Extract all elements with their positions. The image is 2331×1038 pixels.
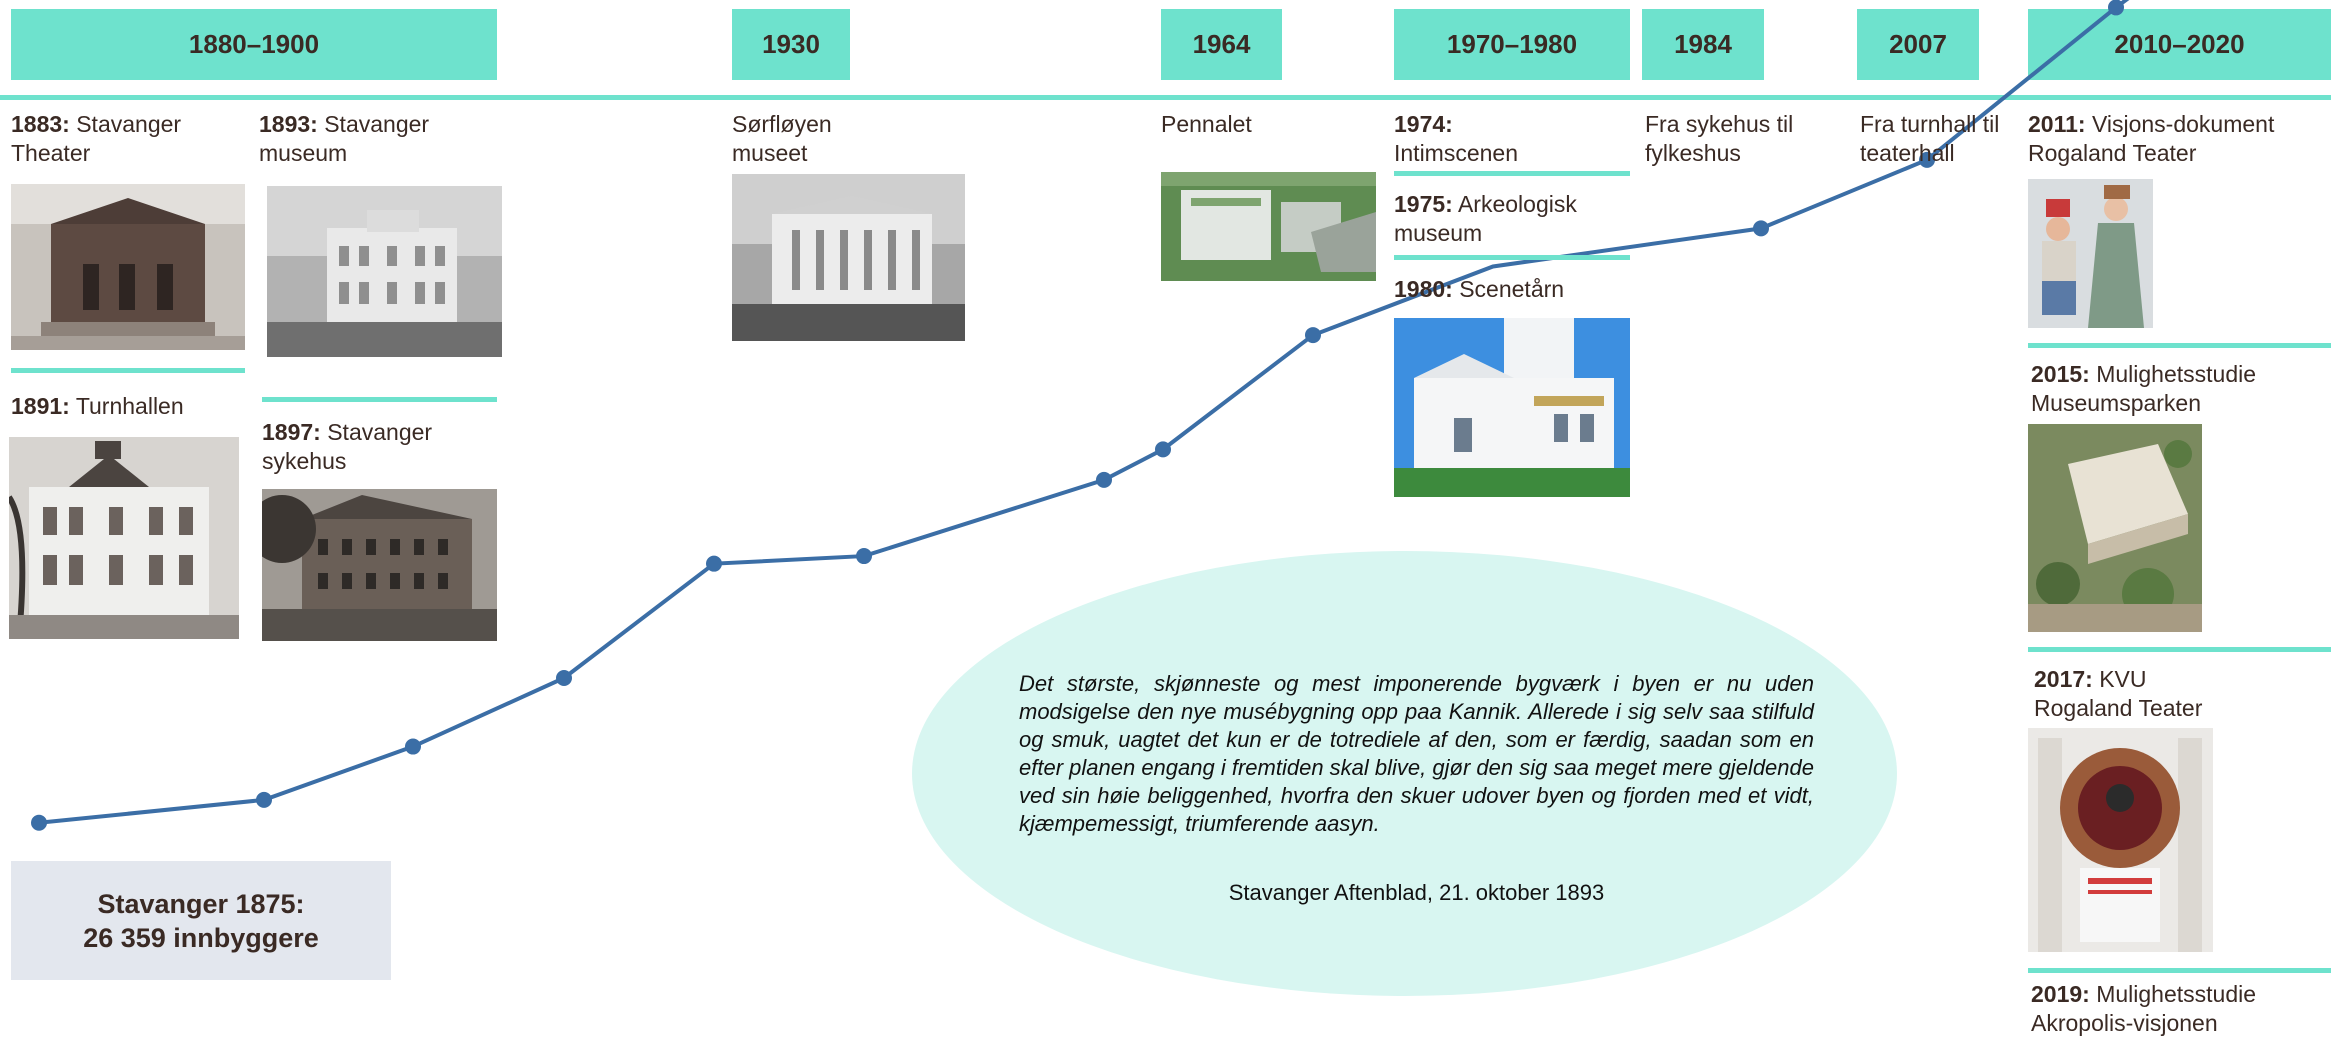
growth-point [1155, 441, 1171, 458]
header-1984: 1984 [1642, 9, 1764, 80]
growth-point [1096, 471, 1112, 488]
quote-text: Det største, skjønneste og mest imponere… [1019, 671, 1814, 836]
separator [2028, 647, 2331, 652]
event-label: Stavanger museum [259, 111, 430, 166]
population-box: Stavanger 1875: 26 359 innbyggere [11, 861, 391, 980]
quote-bubble [912, 551, 1897, 996]
event-2011: 2011: Visjons-dokument Rogaland Teater [2028, 110, 2328, 168]
growth-point [706, 555, 722, 572]
timeline-rule [0, 95, 2331, 100]
event-label: Turnhallen [75, 393, 184, 419]
event-year: 2015: [2031, 361, 2090, 387]
event-year: 1891: [11, 393, 70, 419]
event-1930: Sørfløyen museet [732, 111, 832, 166]
separator [1394, 171, 1630, 176]
header-1930: 1930 [732, 9, 850, 80]
event-1897: 1897: Stavanger sykehus [262, 418, 492, 476]
photo-museumsparken [2028, 424, 2202, 632]
separator [11, 368, 245, 373]
growth-point [556, 669, 572, 686]
photo-scenetarn [1394, 318, 1630, 497]
event-label: Scenetårn [1459, 276, 1565, 302]
growth-point [2108, 0, 2124, 16]
event-label: Intimscenen [1394, 140, 1519, 166]
photo-turnhallen [9, 437, 239, 639]
event-label: Stavanger Theater [11, 111, 182, 166]
event-1974: 1974: Intimscenen [1394, 110, 1630, 168]
event-label: Mulighetsstudie Akropolis-visjonen [2031, 981, 2257, 1036]
event-year: 1974: [1394, 111, 1453, 137]
photo-visjonsdokument [2028, 179, 2153, 328]
event-1893: 1893: Stavanger museum [259, 110, 489, 168]
separator [2028, 343, 2331, 348]
event-year: 1897: [262, 419, 321, 445]
growth-point [405, 738, 421, 755]
event-2019: 2019: Mulighetsstudie Akropolis-visjonen [2031, 980, 2331, 1038]
population-title: Stavanger 1875: [97, 888, 305, 919]
growth-point [256, 791, 272, 808]
event-year: 2019: [2031, 981, 2090, 1007]
event-year: 1883: [11, 111, 70, 137]
event-1984: Fra sykehus til fylkeshus [1645, 111, 1794, 166]
photo-kvu-rogaland-teater [2028, 728, 2213, 952]
event-1883: 1883: Stavanger Theater [11, 110, 241, 168]
header-2007: 2007 [1857, 9, 1979, 80]
event-year: 2011: [2028, 111, 2086, 137]
separator [2028, 968, 2331, 973]
photo-pennalet [1161, 172, 1376, 281]
event-2007: Fra turnhall til teaterhall [1860, 111, 2000, 166]
event-label: Arkeologisk museum [1394, 191, 1577, 246]
event-label: Mulighetsstudie Museumsparken [2031, 361, 2257, 416]
event-1975: 1975: Arkeologisk museum [1394, 190, 1630, 248]
event-year: 2017: [2034, 666, 2093, 692]
event-label: KVU Rogaland Teater [2034, 666, 2203, 721]
growth-point [31, 814, 47, 831]
header-2010-2020: 2010–2020 [2028, 9, 2331, 80]
quote-source: Stavanger Aftenblad, 21. oktober 1893 [1228, 880, 1605, 905]
separator [262, 397, 497, 402]
header-1964: 1964 [1161, 9, 1282, 80]
event-2015: 2015: Mulighetsstudie Museumsparken [2031, 360, 2331, 418]
event-1980: 1980: Scenetårn [1394, 275, 1630, 304]
header-1970-1980: 1970–1980 [1394, 9, 1630, 80]
event-label: Visjons-dokument Rogaland Teater [2028, 111, 2275, 166]
growth-point [856, 548, 872, 565]
event-2017: 2017: KVU Rogaland Teater [2034, 665, 2234, 723]
event-year: 1893: [259, 111, 318, 137]
growth-line [38, 0, 2130, 825]
growth-point [1753, 220, 1769, 237]
population-value: 26 359 innbyggere [83, 922, 319, 953]
growth-point [1919, 151, 1935, 168]
event-1891: 1891: Turnhallen [11, 392, 241, 421]
event-year: 1980: [1394, 276, 1453, 302]
photo-stavanger-sykehus [262, 489, 497, 641]
growth-point [1305, 327, 1321, 344]
event-1964: Pennalet [1161, 111, 1252, 137]
photo-sorfloyen [732, 174, 965, 341]
event-label: Stavanger sykehus [262, 419, 433, 474]
photo-stavanger-theater [11, 184, 245, 350]
header-1880-1900: 1880–1900 [11, 9, 497, 80]
separator [1394, 255, 1630, 260]
photo-stavanger-museum [267, 186, 502, 357]
event-year: 1975: [1394, 191, 1453, 217]
